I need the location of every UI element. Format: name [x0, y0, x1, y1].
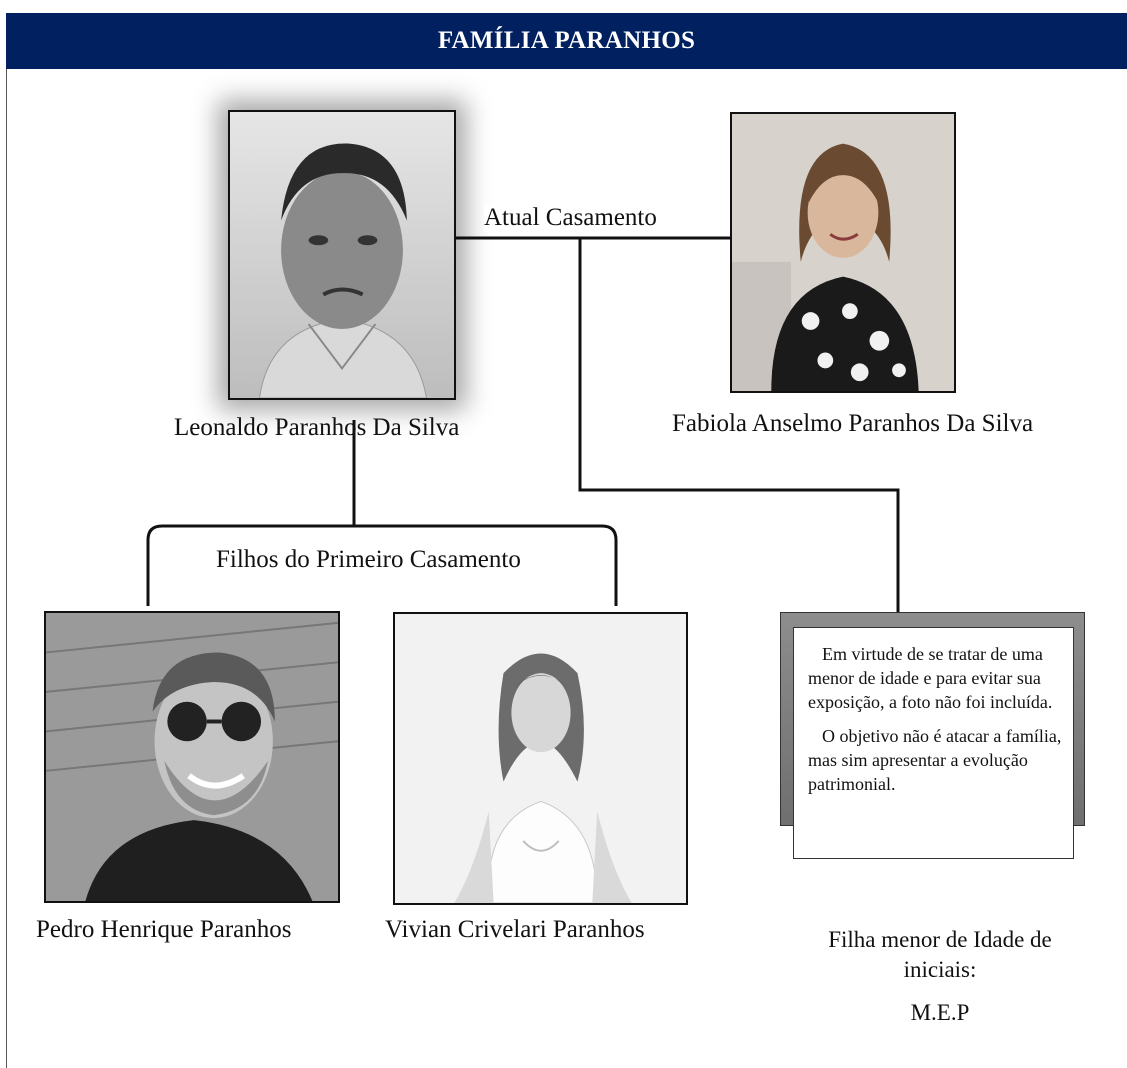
father-name: Leonaldo Paranhos Da Silva [174, 414, 460, 441]
minor-note-paragraph-2: O objetivo não é atacar a família, mas s… [808, 726, 1062, 794]
minor-note-paragraph-1: Em virtude de se tratar de uma menor de … [808, 644, 1053, 712]
first-marriage-bracket [146, 524, 618, 606]
son-name: Pedro Henrique Paranhos [36, 916, 292, 943]
minor-caption-line-2: iniciais: [903, 957, 977, 982]
son-photo [44, 611, 340, 903]
wife-photo [730, 112, 956, 393]
woman-portrait-icon [732, 114, 954, 391]
minor-child-line [578, 238, 900, 612]
father-photo [228, 110, 456, 400]
page-title: FAMÍLIA PARANHOS [437, 27, 696, 54]
minor-caption: Filha menor de Idade de iniciais: [795, 925, 1085, 985]
man-portrait-icon [230, 112, 454, 398]
wife-name: Fabiola Anselmo Paranhos Da Silva [672, 410, 1034, 437]
minor-initials: M.E.P [910, 1000, 970, 1025]
woman-portrait-icon [395, 614, 686, 903]
minor-caption-line-1: Filha menor de Idade de [828, 927, 1052, 952]
minor-placeholder-card: Em virtude de se tratar de uma menor de … [780, 612, 1085, 859]
page-header: FAMÍLIA PARANHOS [6, 13, 1127, 69]
current-marriage-label: Atual Casamento [484, 204, 657, 232]
daughter-name: Vivian Crivelari Paranhos [385, 916, 645, 943]
first-marriage-children-label: Filhos do Primeiro Casamento [216, 546, 521, 574]
daughter-photo [393, 612, 688, 905]
man-sunglasses-portrait-icon [46, 613, 338, 901]
frame-border [6, 69, 7, 1068]
minor-note-box: Em virtude de se tratar de uma menor de … [793, 627, 1074, 859]
